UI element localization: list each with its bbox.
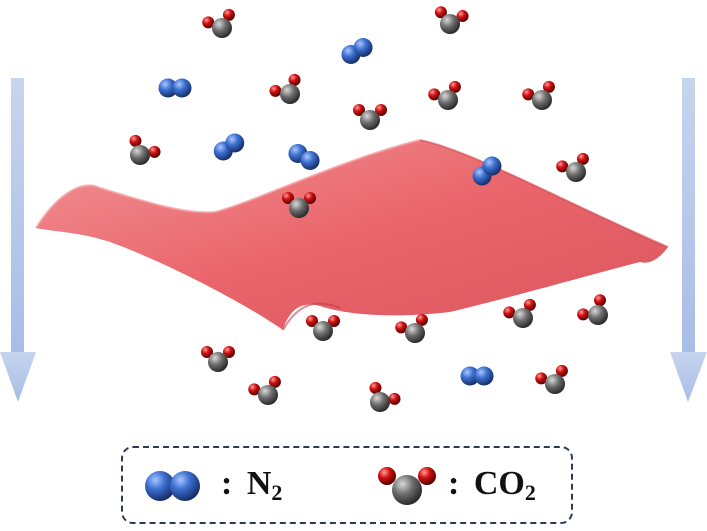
- co2-molecule: [535, 364, 568, 394]
- co2-molecule: [282, 192, 316, 218]
- co2-molecule: [129, 134, 161, 165]
- legend-n2-icon: [145, 471, 200, 501]
- n2-molecule: [341, 38, 373, 64]
- co2-molecule: [248, 375, 281, 405]
- membrane-sheet: [35, 139, 669, 331]
- legend-co2-icon: [378, 467, 436, 505]
- co2-molecule: [201, 346, 235, 372]
- legend-n2-label: : N2: [221, 465, 283, 505]
- co2-molecule: [202, 8, 235, 38]
- n2-molecule: [288, 144, 320, 170]
- co2-molecule: [395, 313, 428, 343]
- n2-molecule: [460, 366, 494, 386]
- co2-molecule: [428, 80, 461, 110]
- legend-co2-label: : CO2: [448, 465, 536, 505]
- n2-molecule: [472, 156, 502, 186]
- co2-molecule: [503, 298, 536, 328]
- co2-molecule: [369, 381, 401, 412]
- co2-molecule: [353, 104, 387, 130]
- co2-molecule: [269, 73, 301, 104]
- co2-molecule: [306, 315, 340, 341]
- co2-molecule: [522, 80, 555, 110]
- left-flow-arrow: [0, 78, 36, 402]
- co2-molecule: [577, 294, 608, 325]
- right-flow-arrow: [670, 78, 707, 402]
- co2-molecule: [434, 6, 469, 34]
- n2-molecule: [213, 133, 245, 161]
- co2-molecule: [556, 152, 589, 182]
- legend-box: : N2 : CO2: [121, 446, 573, 524]
- n2-molecule: [158, 78, 192, 98]
